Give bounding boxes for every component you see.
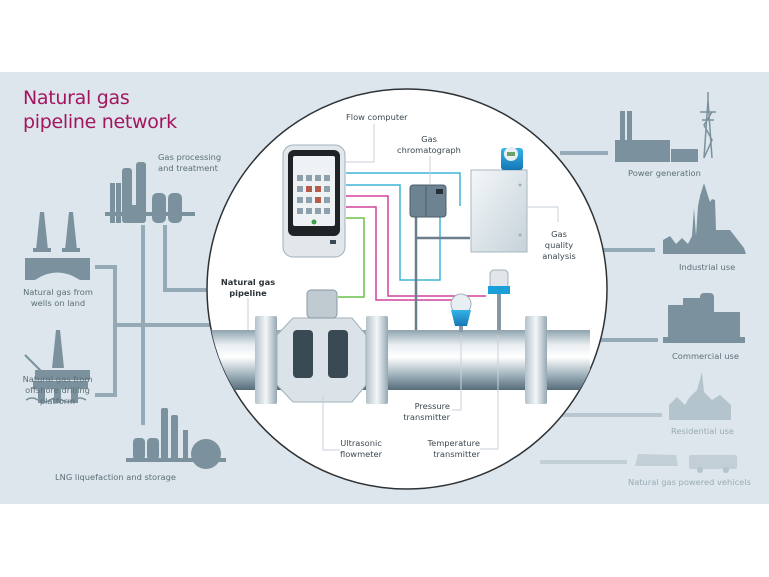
flow-computer	[282, 144, 346, 258]
label-gas-quality: Gas quality analysis	[542, 229, 576, 261]
source-label-wells-line2: wells on land	[31, 298, 85, 308]
cable-magenta-2	[346, 206, 460, 301]
gas-quality-cabinet	[470, 147, 528, 253]
label-pressure: Pressure transmitter	[403, 401, 450, 422]
cable-green	[338, 217, 365, 298]
cable-magenta-1	[346, 195, 486, 297]
cable-blue-2	[346, 184, 441, 281]
label-power-generation: Power generation	[628, 168, 701, 178]
label-temperature: Temperature transmitter	[427, 438, 480, 459]
label-residential: Residential use	[671, 426, 735, 436]
label-gas-chromatograph: Gas chromatograph	[397, 134, 461, 155]
label-industrial: Industrial use	[679, 262, 736, 272]
offshore-platform-icon	[24, 330, 90, 403]
ultrasonic-body	[276, 317, 367, 403]
power-plant-icon	[615, 111, 698, 162]
office-buildings-icon	[663, 293, 745, 343]
page-title: Natural gas pipeline network	[23, 87, 177, 133]
transducer	[293, 330, 313, 378]
cable-blue-1	[346, 172, 461, 206]
leader-lines	[247, 124, 559, 451]
detail-view	[207, 172, 590, 404]
label-ultrasonic: Ultrasonic flowmeter	[340, 438, 383, 459]
label-gas-processing: Gas processing and treatment	[158, 152, 222, 173]
label-offshore: Natural gas from offshore drilling platf…	[22, 374, 93, 406]
factory-icon	[663, 183, 746, 254]
temperature-transmitter-head	[488, 286, 510, 294]
label-vehicles: Natural gas powered vehicels	[628, 477, 751, 487]
houses-icon	[669, 372, 731, 420]
lng-plant-icon	[126, 408, 226, 469]
flange	[525, 316, 547, 404]
source-pipes	[95, 225, 215, 425]
label-pipeline: Natural gas pipeline	[220, 277, 276, 298]
label-flow-computer: Flow computer	[346, 112, 408, 122]
pipe-wells-offshore	[95, 265, 117, 397]
gas-chromatograph	[409, 184, 447, 218]
label-lng: LNG liquefaction and storage	[55, 472, 176, 482]
flowmeter-head	[306, 289, 338, 319]
consumer-pipes	[540, 151, 662, 464]
transmission-tower-icon	[700, 92, 716, 159]
oil-derrick-icon	[25, 212, 90, 280]
bus-station-icon	[635, 454, 737, 473]
transducer	[328, 330, 348, 378]
pressure-transmitter-body	[451, 310, 471, 326]
source-label-wells-line1: Natural gas from	[23, 287, 93, 297]
label-commercial: Commercial use	[672, 351, 739, 361]
flange	[366, 316, 388, 404]
refinery-icon	[105, 162, 195, 223]
flange	[255, 316, 277, 404]
pipe-processing-feed	[163, 225, 215, 292]
